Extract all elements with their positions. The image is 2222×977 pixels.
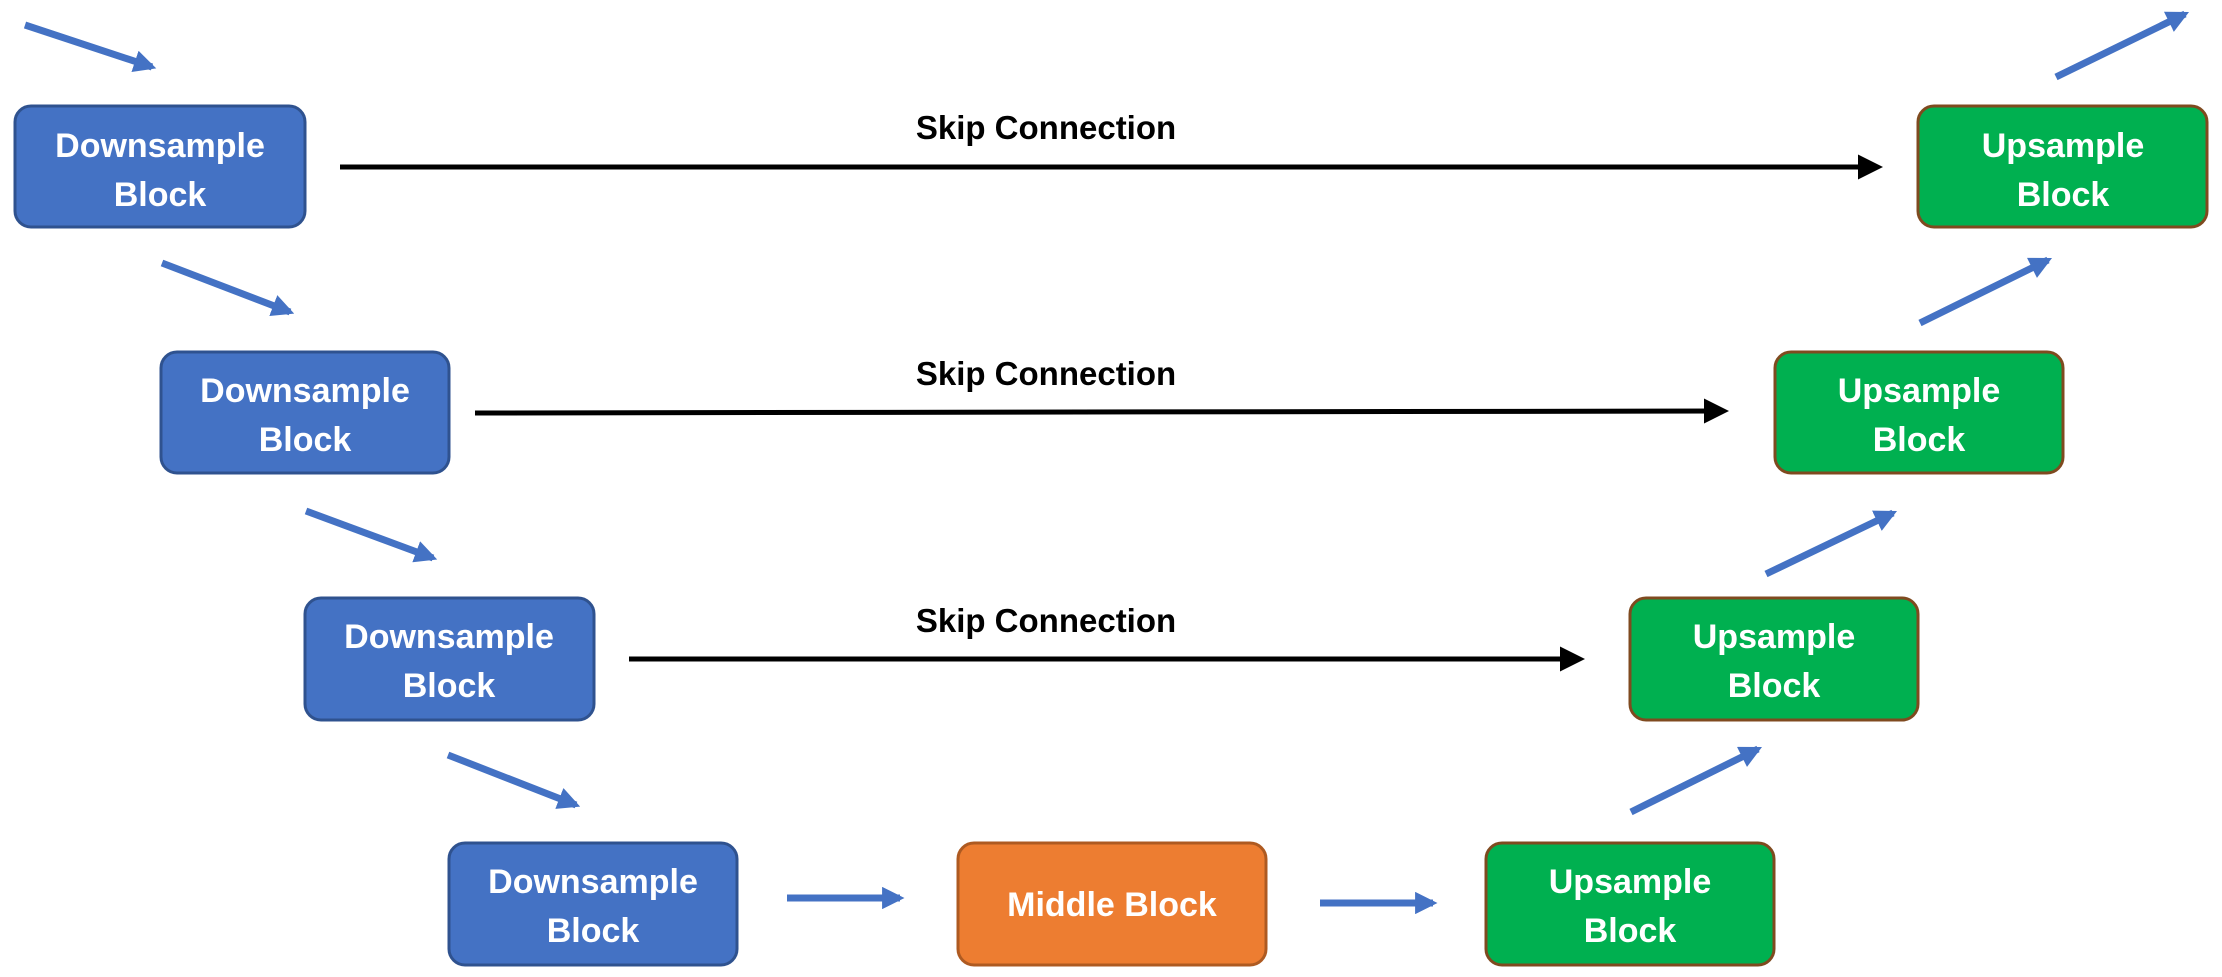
downsample-block-4-label-line1: Downsample: [488, 863, 698, 901]
upsample-block-3: Upsample Block: [1628, 596, 1920, 722]
flow-arrow-output: [2054, 10, 2190, 81]
upsample-block-1: Upsample Block: [1916, 104, 2209, 229]
middle-block-label: Middle Block: [1007, 886, 1217, 924]
skip-connection-1: Skip Connection: [340, 109, 1883, 180]
upsample-block-4: Upsample Block: [1484, 841, 1776, 967]
flow-arrow-up-1: [1629, 745, 1763, 816]
upsample-block-2: Upsample Block: [1773, 350, 2065, 475]
upsample-block-1-label-line2: Block: [2017, 176, 2110, 214]
skip-label-3: Skip Connection: [916, 602, 1176, 639]
upsample-block-3-label-line1: Upsample: [1693, 618, 1856, 656]
flow-arrow-down-2: [304, 507, 438, 563]
flow-arrow-down-3: [446, 751, 581, 809]
skip-connection-3: Skip Connection: [629, 602, 1585, 672]
downsample-block-1-label-line1: Downsample: [55, 127, 265, 165]
skip-connection-2: Skip Connection: [474, 355, 1729, 424]
downsample-block-2-label-line2: Block: [259, 421, 352, 459]
downsample-block-3: Downsample Block: [303, 596, 596, 722]
downsample-block-2-label-line1: Downsample: [200, 372, 410, 410]
flow-arrow-up-3: [1918, 256, 2053, 327]
skip-arrow-2: [474, 398, 1729, 424]
skip-label-2: Skip Connection: [916, 355, 1176, 392]
upsample-block-4-label-line2: Block: [1584, 912, 1677, 950]
downsample-block-1-label-line2: Block: [114, 176, 207, 214]
skip-label-1: Skip Connection: [916, 109, 1176, 146]
upsample-block-2-label-line2: Block: [1873, 421, 1966, 459]
flow-arrow-down-1: [160, 259, 295, 317]
upsample-block-3-label-line2: Block: [1728, 667, 1821, 705]
downsample-block-1: Downsample Block: [13, 104, 307, 229]
flow-arrow-up-2: [1764, 509, 1898, 578]
downsample-block-2: Downsample Block: [159, 350, 451, 475]
upsample-block-4-label-line1: Upsample: [1549, 863, 1712, 901]
downsample-block-3-label-line2: Block: [403, 667, 496, 705]
upsample-block-1-label-line1: Upsample: [1982, 127, 2145, 165]
downsample-block-4-label-line2: Block: [547, 912, 640, 950]
downsample-block-4: Downsample Block: [447, 841, 739, 967]
downsample-block-3-label-line1: Downsample: [344, 618, 554, 656]
flow-arrow-input: [23, 21, 157, 73]
middle-block: Middle Block: [956, 841, 1268, 967]
upsample-block-2-label-line1: Upsample: [1838, 372, 2001, 410]
